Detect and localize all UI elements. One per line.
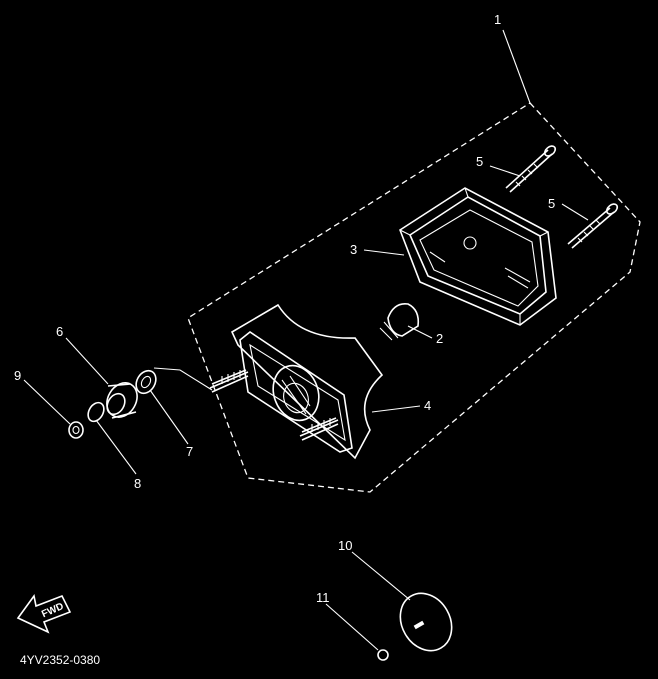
- callout-6: 6: [56, 324, 63, 339]
- callout-1: 1: [494, 12, 501, 27]
- callout-3: 3: [350, 242, 357, 257]
- callout-9: 9: [14, 368, 21, 383]
- callout-5b: 5: [548, 196, 555, 211]
- callout-8: 8: [134, 476, 141, 491]
- bulb-part: [379, 302, 420, 341]
- screw-part-a: [505, 145, 557, 193]
- callout-5a: 5: [476, 154, 483, 169]
- callout-7: 7: [186, 444, 193, 459]
- callout-labels: 1 2 3 4 5 5 6 7 8 9 10 11: [14, 12, 555, 605]
- fwd-arrow: FWD: [16, 594, 72, 634]
- reflector-part: [399, 592, 453, 652]
- small-nut-part: [377, 649, 389, 661]
- assembly-boundary: [187, 102, 641, 493]
- fwd-label: FWD: [40, 601, 65, 620]
- callout-10: 10: [338, 538, 352, 553]
- screw-part-b: [567, 203, 619, 249]
- grommet-part: [106, 382, 138, 419]
- diagram-code: 4YV2352-0380: [20, 653, 100, 667]
- callout-11: 11: [316, 590, 330, 605]
- callout-2: 2: [436, 331, 443, 346]
- leader-lines: [23, 29, 589, 651]
- callout-4: 4: [424, 398, 431, 413]
- collar-part: [135, 369, 157, 395]
- washer-part: [87, 401, 105, 423]
- nut-part: [68, 421, 84, 439]
- housing-part: [209, 303, 384, 460]
- lens-part: [399, 187, 557, 326]
